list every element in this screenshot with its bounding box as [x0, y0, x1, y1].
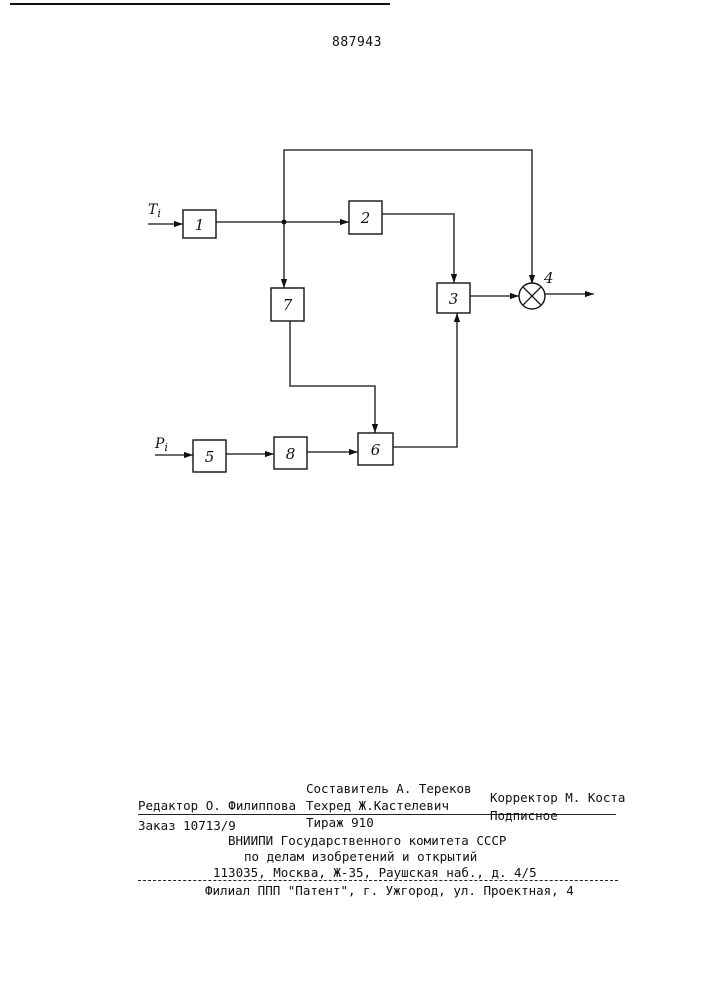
org-line-2: по делам изобретений и открытий	[244, 849, 477, 864]
techred-line: Техред Ж.Кастелевич	[306, 798, 449, 813]
corrector-line: Корректор М. Коста	[490, 790, 625, 805]
circulation-line: Тираж 910	[306, 815, 374, 830]
address-line: 113035, Москва, Ж-35, Раушская наб., д. …	[213, 865, 537, 880]
org-line-1: ВНИИПИ Государственного комитета СССР	[228, 833, 506, 848]
editor-line: Редактор О. Филиппова	[138, 798, 296, 813]
colophon-rule-2	[138, 880, 618, 881]
subscription-line: Подписное	[490, 808, 558, 823]
branch-line: Филиал ППП "Патент", г. Ужгород, ул. Про…	[205, 883, 574, 898]
compiler-line: Составитель А. Тереков	[306, 781, 472, 796]
order-line: Заказ 10713/9	[138, 818, 236, 833]
